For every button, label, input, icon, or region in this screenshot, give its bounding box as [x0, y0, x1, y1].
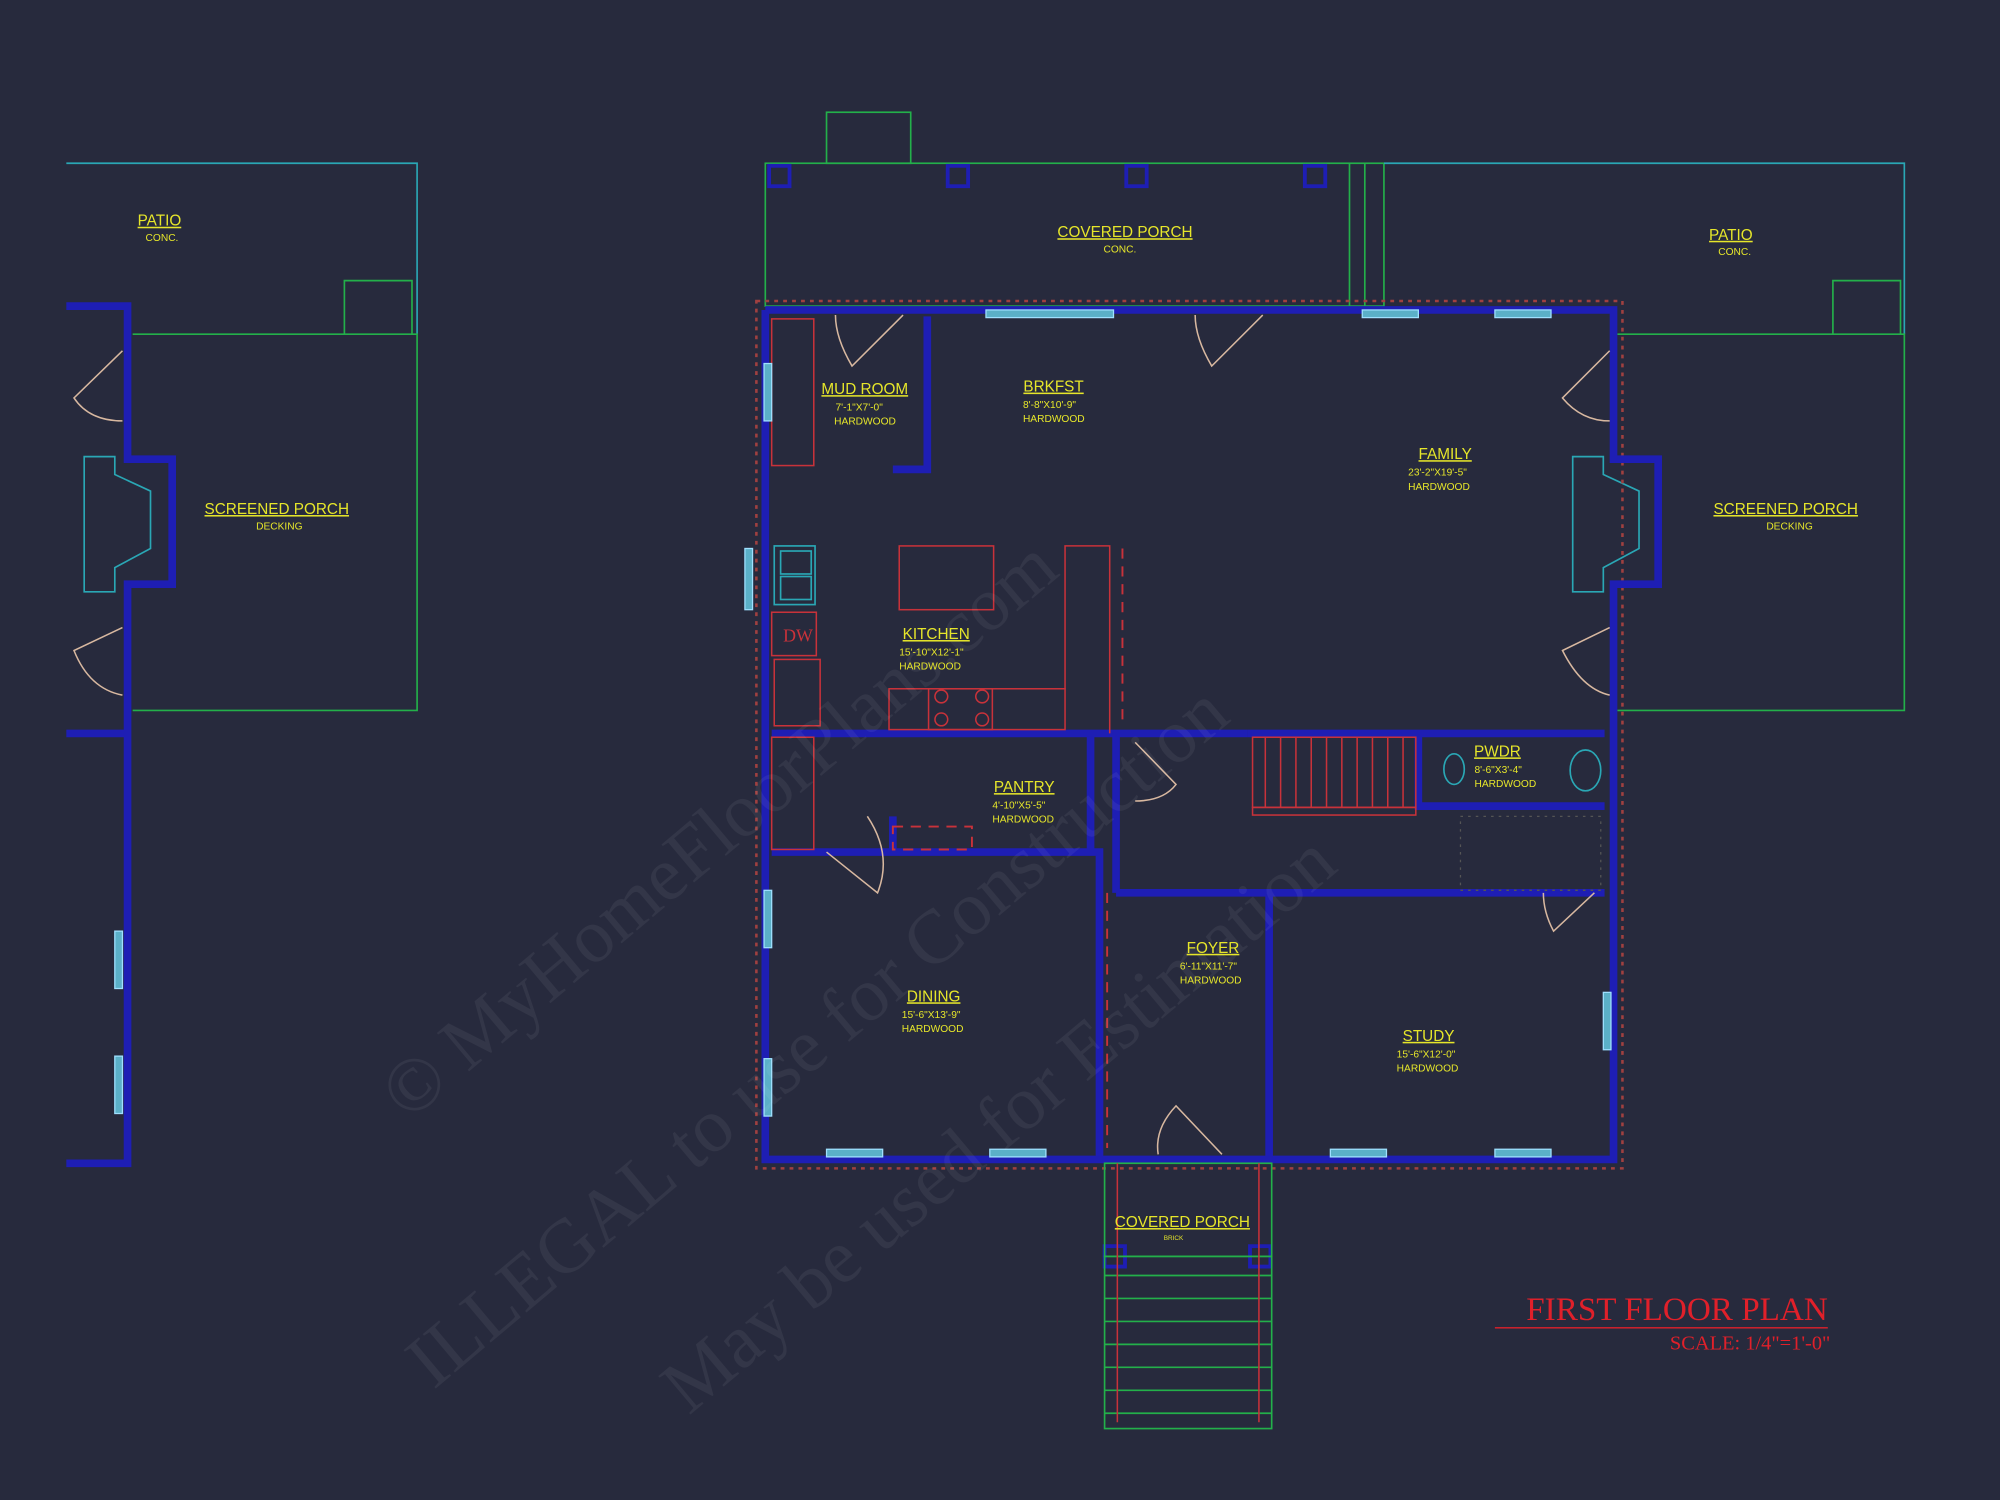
window — [763, 1058, 773, 1117]
rear-porch-outline — [764, 162, 1385, 307]
svg-text:DECKING: DECKING — [256, 521, 302, 532]
window — [744, 547, 754, 611]
plan-scale: SCALE: 1/4"=1'-0" — [1670, 1332, 1830, 1354]
front-porch-outline — [1103, 1162, 1273, 1258]
brkfst-label: BRKFST — [1023, 379, 1083, 396]
svg-text:8'-8"X10'-9": 8'-8"X10'-9" — [1023, 400, 1076, 411]
toilet-icon — [1443, 752, 1466, 786]
fireplace-left — [83, 455, 152, 593]
svg-text:15'-6"X13'-9": 15'-6"X13'-9" — [902, 1010, 961, 1021]
steps-right — [1832, 279, 1902, 335]
svg-text:CONC.: CONC. — [1718, 247, 1751, 258]
screened-porch-left-label: SCREENED PORCH — [205, 501, 350, 518]
lavatory-icon — [1569, 749, 1602, 792]
door-left-2 — [73, 626, 123, 696]
window — [114, 930, 124, 990]
fireplace-right — [1571, 455, 1640, 593]
kitchen-label: KITCHEN — [903, 626, 970, 643]
door-left-1 — [72, 350, 123, 422]
covered-porch-front-label: COVERED PORCH — [1115, 1214, 1250, 1231]
svg-text:HARDWOOD: HARDWOOD — [902, 1024, 964, 1035]
left-wing — [66, 162, 418, 1168]
window — [763, 889, 773, 949]
svg-text:HARDWOOD: HARDWOOD — [992, 815, 1054, 826]
svg-text:HARDWOOD: HARDWOOD — [834, 417, 896, 428]
svg-text:HARDWOOD: HARDWOOD — [899, 662, 961, 673]
window — [1361, 309, 1420, 319]
patio-right-label: PATIO — [1709, 227, 1753, 244]
front-steps — [1103, 1163, 1273, 1430]
svg-text:4'-10"X5'-5": 4'-10"X5'-5" — [992, 801, 1045, 812]
screened-porch-right-label: SCREENED PORCH — [1713, 501, 1858, 518]
pwdr-label: PWDR — [1474, 743, 1521, 760]
svg-text:6'-11"X11'-7": 6'-11"X11'-7" — [1180, 961, 1238, 972]
svg-text:15'-6"X12'-0": 15'-6"X12'-0" — [1397, 1049, 1456, 1060]
dining-label: DINING — [907, 988, 961, 1005]
svg-text:HARDWOOD: HARDWOOD — [1023, 414, 1085, 425]
patio-left-outline — [66, 162, 418, 335]
left-exterior-wall — [66, 302, 177, 1168]
dishwasher-label: DW — [783, 626, 813, 646]
window — [1494, 309, 1552, 319]
room-labels: PATIO CONC. SCREENED PORCH DECKING COVER… — [138, 213, 1858, 1242]
window — [1329, 1148, 1388, 1158]
fridge — [773, 658, 821, 727]
covered-porch-rear-label: COVERED PORCH — [1057, 224, 1192, 241]
window — [1494, 1148, 1552, 1158]
kitchen-island — [898, 545, 995, 611]
svg-text:CONC.: CONC. — [146, 233, 179, 244]
window — [114, 1055, 124, 1115]
window — [825, 1148, 884, 1158]
svg-text:© MyHomeFloorPlans.com: © MyHomeFloorPlans.com — [364, 522, 1072, 1135]
stair — [1251, 736, 1417, 816]
svg-text:8'-6"X3'-4": 8'-6"X3'-4" — [1474, 765, 1522, 776]
mud-room-cabinet — [770, 318, 815, 467]
study-label: STUDY — [1403, 1028, 1455, 1045]
screened-porch-right-outline — [1617, 333, 1906, 712]
rear-steps — [825, 111, 912, 165]
screened-porch-left-outline — [132, 333, 418, 712]
dining-buffet — [770, 736, 815, 851]
svg-text:BRICK: BRICK — [1164, 1235, 1184, 1242]
steps-left — [343, 279, 413, 335]
svg-text:CONC.: CONC. — [1103, 245, 1136, 256]
pantry-label: PANTRY — [994, 779, 1055, 796]
window — [985, 309, 1115, 319]
window — [989, 1148, 1047, 1158]
plan-title: FIRST FLOOR PLAN — [1526, 1291, 1828, 1328]
patio-left-label: PATIO — [138, 213, 182, 230]
cooktop-icon — [927, 688, 994, 731]
mud-room-label: MUD ROOM — [821, 381, 908, 398]
svg-text:23'-2"X19'-5": 23'-2"X19'-5" — [1408, 468, 1467, 479]
window — [1602, 991, 1612, 1051]
svg-text:HARDWOOD: HARDWOOD — [1397, 1063, 1459, 1074]
svg-text:HARDWOOD: HARDWOOD — [1474, 779, 1536, 790]
svg-text:HARDWOOD: HARDWOOD — [1180, 975, 1242, 986]
svg-text:15'-10"X12'-1": 15'-10"X12'-1" — [899, 648, 964, 659]
svg-text:HARDWOOD: HARDWOOD — [1408, 482, 1470, 493]
svg-text:DECKING: DECKING — [1766, 521, 1812, 532]
sink-icon — [773, 545, 816, 606]
main-house: DW — [744, 299, 1662, 1170]
family-label: FAMILY — [1419, 446, 1472, 463]
foyer-label: FOYER — [1187, 940, 1240, 957]
closet — [1459, 815, 1602, 891]
patio-right-outline — [1383, 162, 1906, 335]
dishwasher — [770, 611, 818, 657]
window — [763, 362, 773, 422]
title-block: FIRST FLOOR PLAN SCALE: 1/4"=1'-0" — [1494, 1291, 1830, 1354]
svg-text:7'-1"X7'-0": 7'-1"X7'-0" — [835, 403, 883, 414]
